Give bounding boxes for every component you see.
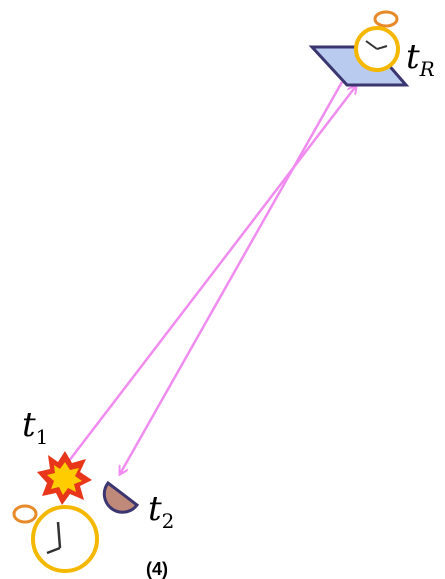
flash-icon — [37, 451, 92, 505]
mirror-icon — [308, 45, 410, 87]
label-t-1: t1 — [22, 405, 48, 449]
returning-light-ray — [120, 81, 344, 474]
label-t-r: tR — [406, 37, 435, 81]
local-alarm-clock-icon — [12, 504, 99, 573]
detector-icon — [102, 480, 140, 514]
outgoing-light-ray — [61, 86, 356, 471]
figure-caption: (4) — [146, 559, 168, 579]
remote-alarm-clock-icon — [354, 10, 400, 72]
label-t-2: t2 — [148, 489, 174, 533]
